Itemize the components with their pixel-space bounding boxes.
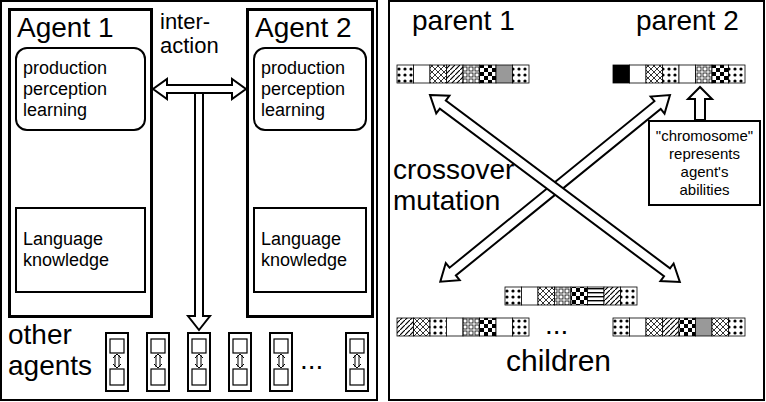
agent-title: Agent 1 (17, 11, 156, 45)
ability-box: production perception learning (253, 47, 367, 131)
ellipsis: ... (300, 345, 323, 376)
parent-label: parent 2 (636, 6, 739, 37)
gene-cell (447, 65, 464, 83)
gene-cell (397, 65, 414, 83)
gene-cell (414, 318, 431, 336)
broadcast-arrow (188, 93, 210, 330)
other-agent-box (229, 333, 251, 391)
gene-cell (663, 65, 680, 83)
gene-cell (513, 318, 530, 336)
gene-cell (630, 65, 647, 83)
callout-arrow (688, 87, 712, 120)
gene-cell (496, 65, 513, 83)
gene-cell (613, 65, 630, 83)
gene-cell (696, 65, 713, 83)
box-text: production perception learning (23, 58, 138, 121)
gene-cell (679, 318, 696, 336)
gene-cell (430, 65, 447, 83)
double-arrow (153, 79, 246, 99)
agent-box: Agent 2 production perception learningLan… (246, 8, 374, 318)
other-agent-box (106, 333, 128, 391)
gene-cell (646, 65, 663, 83)
gene-cell (663, 318, 680, 336)
gene-cell (463, 65, 480, 83)
gene-cell (604, 287, 621, 305)
gene-cell (630, 318, 647, 336)
gene-cell (729, 65, 746, 83)
ellipsis: ... (545, 310, 568, 341)
gene-cell (513, 65, 530, 83)
gene-cell (621, 287, 638, 305)
gene-cell (696, 318, 713, 336)
gene-cell (571, 287, 588, 305)
box-text: production perception learning (261, 58, 359, 121)
box-text: Language knowledge (23, 229, 138, 271)
gene-cell (679, 65, 696, 83)
operator-label: crossover mutation (393, 155, 523, 217)
box-text: Language knowledge (261, 229, 359, 271)
gene-cell (480, 318, 497, 336)
gene-cell (555, 287, 572, 305)
gene-cell (712, 65, 729, 83)
gene-cell (430, 318, 447, 336)
group-label: other agents (8, 320, 100, 382)
panel-border (1, 1, 377, 400)
knowledge-box: Language knowledge (15, 207, 146, 293)
gene-cell (522, 287, 539, 305)
knowledge-box: Language knowledge (253, 207, 367, 293)
gene-cell (463, 318, 480, 336)
panel-border (389, 1, 764, 400)
gene-cell (613, 318, 630, 336)
gene-cell (712, 318, 729, 336)
gene-cell (538, 287, 555, 305)
parent-label: parent 1 (412, 6, 515, 37)
children-label: children (506, 344, 611, 377)
other-agent-box (147, 333, 169, 391)
gene-cell (397, 318, 414, 336)
gene-cell (729, 318, 746, 336)
agent-box: Agent 1 production perception learningLan… (8, 8, 153, 318)
gene-cell (447, 318, 464, 336)
ability-box: production perception learning (15, 47, 146, 131)
gene-cell (414, 65, 431, 83)
callout-box: "chromosome" represents agent's abilitie… (648, 120, 761, 206)
edge-label: inter- action (160, 10, 244, 58)
other-agent-box (346, 333, 368, 391)
gene-cell (496, 318, 513, 336)
gene-cell (505, 287, 522, 305)
gene-cell (646, 318, 663, 336)
other-agent-box (188, 333, 210, 391)
other-agent-box (270, 333, 292, 391)
agent-title: Agent 2 (255, 11, 377, 45)
gene-cell (588, 287, 605, 305)
box-text: "chromosome" represents agent's abilitie… (654, 127, 755, 199)
gene-cell (480, 65, 497, 83)
